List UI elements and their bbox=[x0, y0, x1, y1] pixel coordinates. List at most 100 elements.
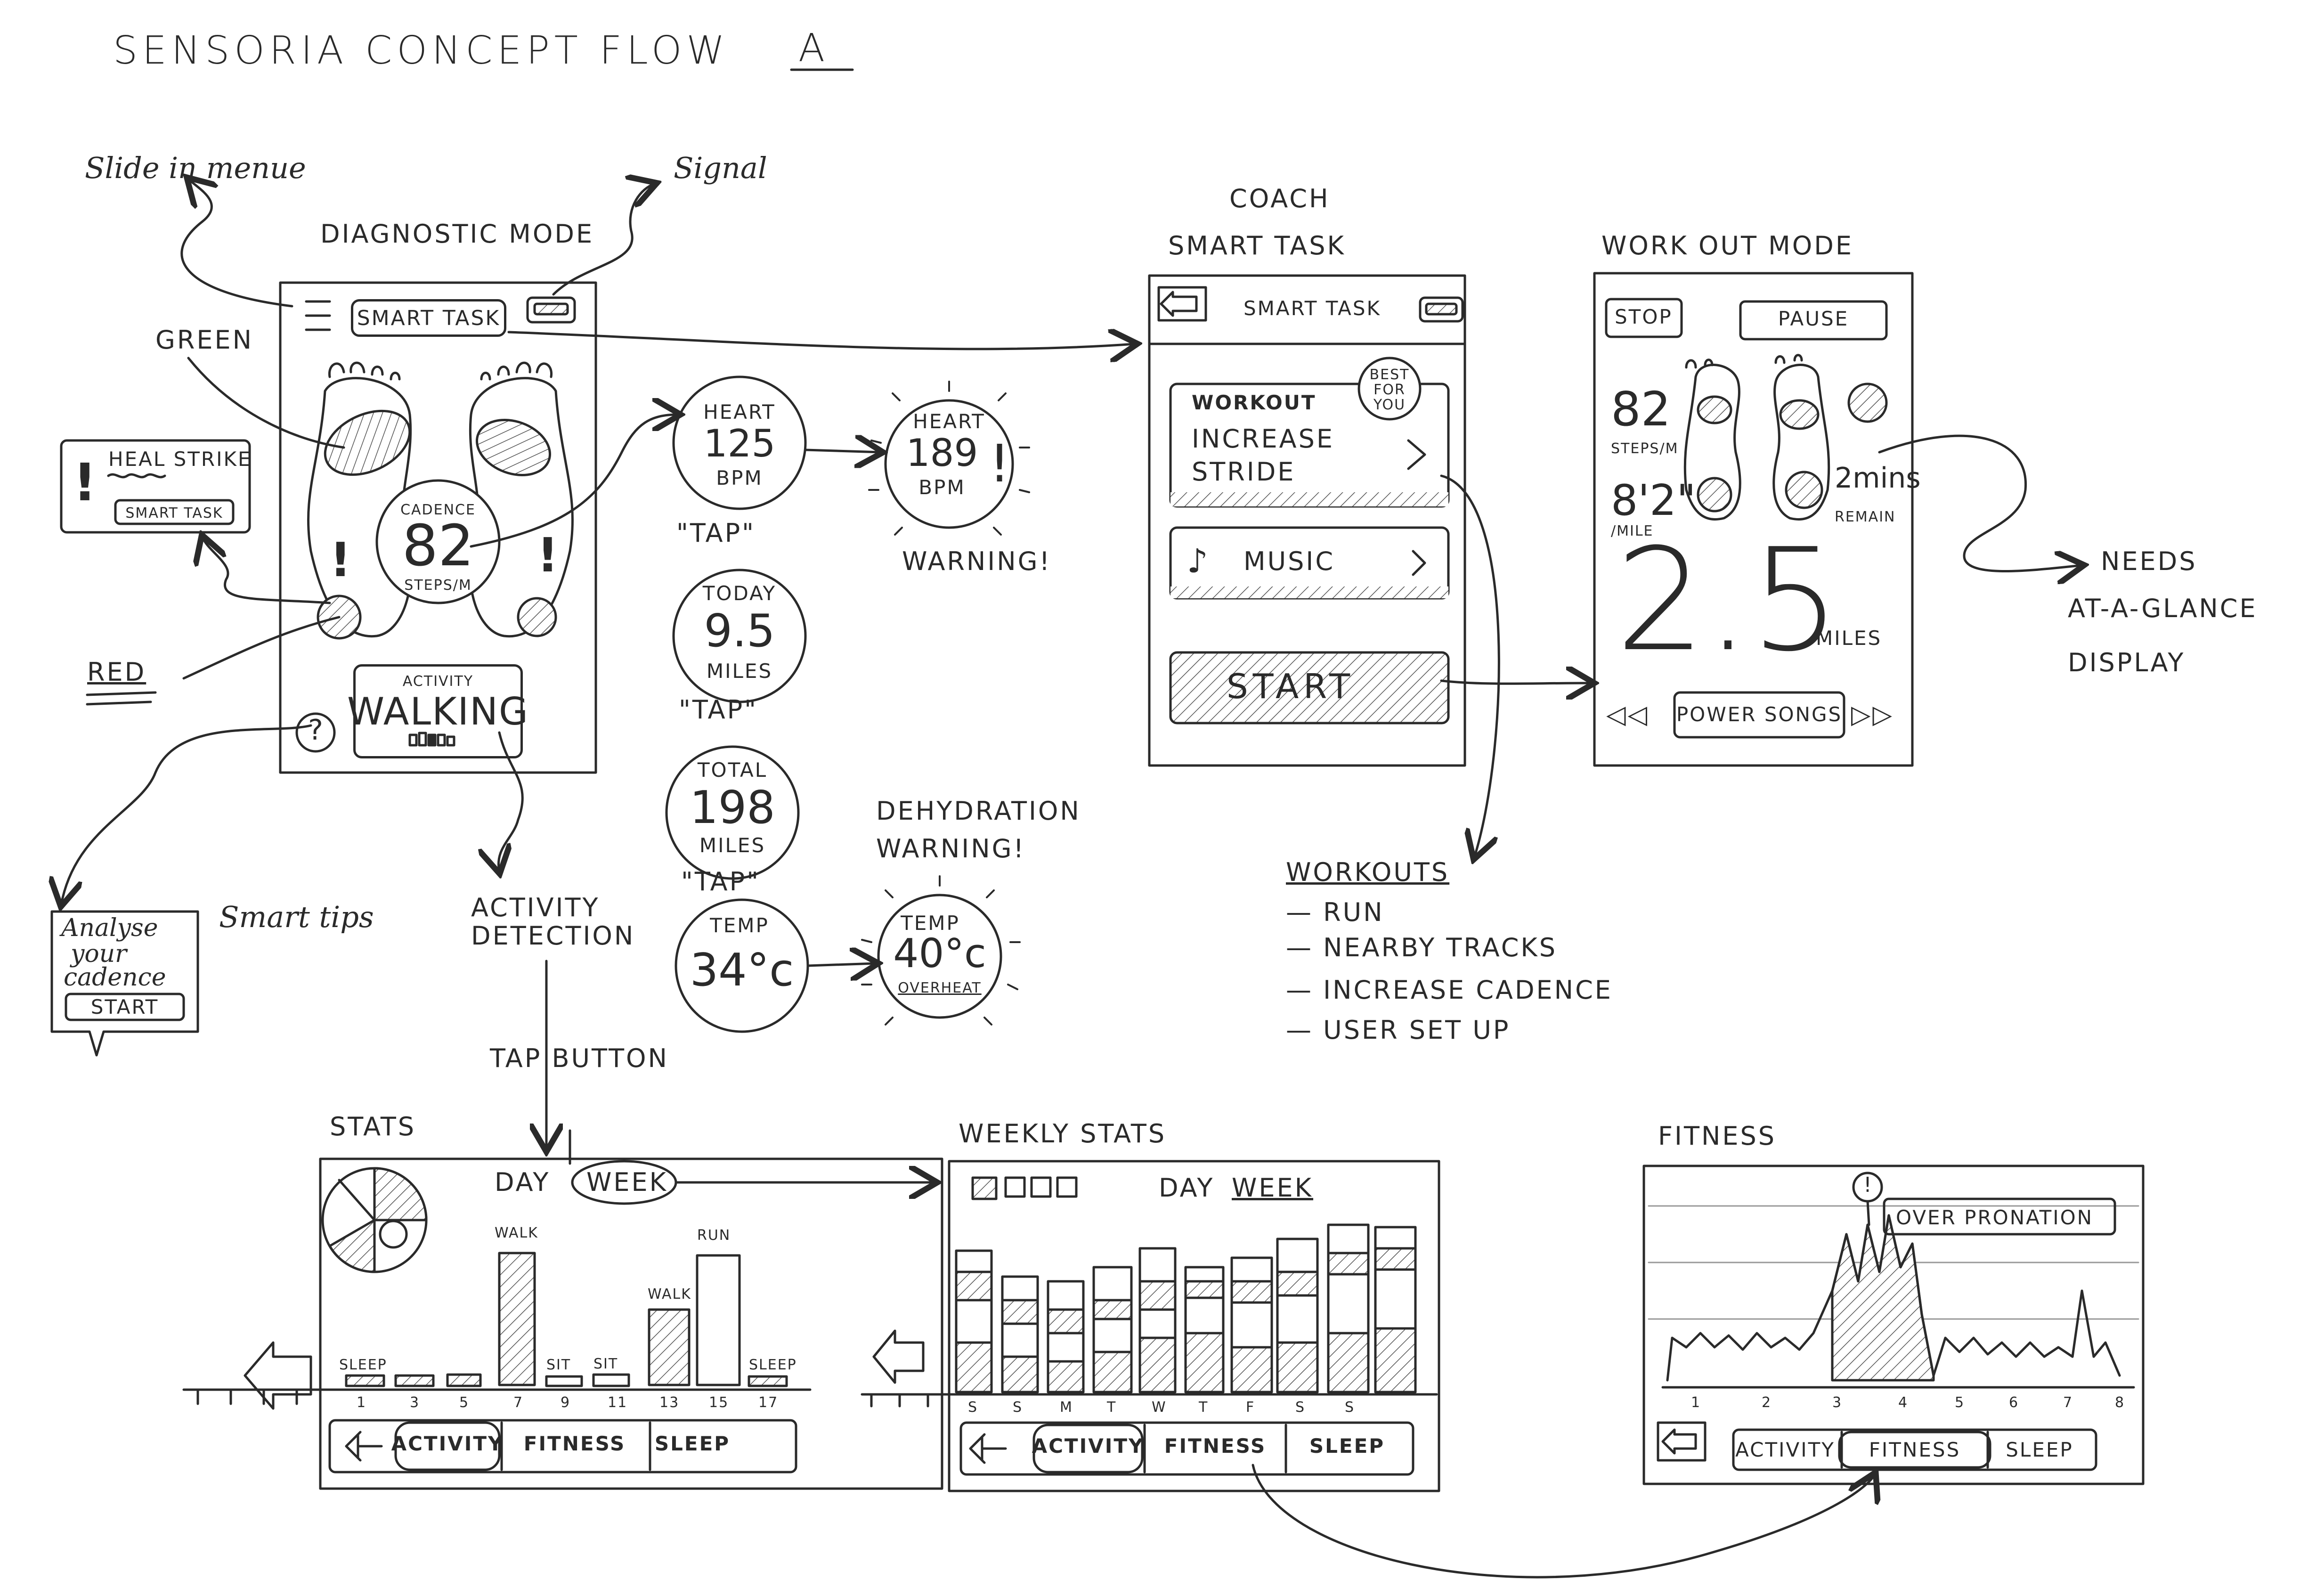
fitness-tick: 1 bbox=[1691, 1394, 1701, 1411]
weekly-day-label: S bbox=[1013, 1399, 1023, 1416]
activity-label: ACTIVITY bbox=[402, 673, 474, 690]
weekly-day-label: S bbox=[968, 1399, 978, 1416]
weekly-day-label: F bbox=[1246, 1399, 1255, 1416]
stats-tick: 1 bbox=[357, 1394, 367, 1411]
stats-label-sleep-1: SLEEP bbox=[339, 1357, 387, 1373]
wm-left-footprint bbox=[1683, 364, 1741, 521]
annotation-needs-1: NEEDS bbox=[2101, 546, 2197, 576]
music-item[interactable]: MUSIC bbox=[1243, 546, 1335, 576]
heart-warning-unit: BPM bbox=[918, 476, 966, 499]
wm-prev-button[interactable]: ◁◁ bbox=[1606, 700, 1650, 729]
wm-next-button[interactable]: ▷▷ bbox=[1851, 700, 1894, 729]
fitness-tick: 5 bbox=[1955, 1394, 1965, 1411]
weekly-day-label: S bbox=[1345, 1399, 1355, 1416]
wm-distance-value: 2.5 bbox=[1616, 518, 1841, 683]
total-value: 198 bbox=[690, 782, 775, 834]
page-title-letter: A bbox=[798, 26, 830, 71]
fitness-alert-glyph: ! bbox=[1863, 1173, 1872, 1197]
annotation-warning: WARNING! bbox=[902, 546, 1052, 576]
stats-tab-activity[interactable]: ACTIVITY bbox=[391, 1432, 504, 1455]
stats-tab-fitness[interactable]: FITNESS bbox=[523, 1432, 626, 1455]
stats-day-tab[interactable]: DAY bbox=[495, 1167, 551, 1197]
workouts-item-setup: — USER SET UP bbox=[1286, 1015, 1511, 1045]
page-title: SENSORIA CONCEPT FLOW bbox=[113, 28, 730, 73]
annotation-slide-menu: Slide in menue bbox=[85, 151, 306, 185]
music-note-icon: ♪ bbox=[1187, 542, 1208, 580]
wm-remain-unit: REMAIN bbox=[1835, 509, 1896, 525]
today-circle bbox=[672, 569, 807, 703]
workouts-item-run: — RUN bbox=[1286, 897, 1384, 927]
workout-label: WORKOUT bbox=[1192, 391, 1317, 414]
annotation-smart-tips: Smart tips bbox=[219, 900, 374, 934]
total-circle bbox=[665, 745, 800, 880]
hamburger-menu-icon bbox=[305, 300, 331, 331]
right-forefoot-hatch bbox=[476, 419, 551, 476]
stats-screen-frame bbox=[319, 1157, 943, 1490]
left-forefoot-hatch bbox=[324, 409, 411, 476]
weekly-day-tab[interactable]: DAY bbox=[1159, 1173, 1215, 1203]
weekly-tab-sleep[interactable]: SLEEP bbox=[1309, 1434, 1385, 1458]
annotation-smart-task: SMART TASK bbox=[1168, 231, 1346, 261]
workouts-heading: WORKOUTS bbox=[1286, 857, 1450, 887]
heal-strike-popup bbox=[60, 439, 251, 534]
fitness-callout: OVER PRONATION bbox=[1896, 1206, 2094, 1229]
weekly-tab-fitness[interactable]: FITNESS bbox=[1164, 1434, 1267, 1458]
smart-task-button[interactable]: SMART TASK bbox=[351, 299, 506, 337]
total-unit: MILES bbox=[699, 834, 766, 857]
cadence-unit: STEPS/M bbox=[404, 577, 472, 594]
annotation-activity-detection-2: DETECTION bbox=[471, 921, 635, 951]
fitness-line bbox=[1666, 1214, 2121, 1382]
annotation-tap-button: TAP BUTTON bbox=[490, 1043, 669, 1073]
temp-warning-unit: OVERHEAT bbox=[898, 980, 982, 996]
fitness-back-arrow bbox=[1657, 1421, 1707, 1462]
start-button[interactable]: START bbox=[1226, 667, 1355, 706]
stats-label-walk-1: WALK bbox=[495, 1225, 538, 1241]
annotation-needs-2: AT-A-GLANCE bbox=[2068, 594, 2258, 623]
weekly-day-label: T bbox=[1107, 1399, 1117, 1416]
wm-steps-value: 82 bbox=[1611, 382, 1671, 437]
weekly-tab-activity[interactable]: ACTIVITY bbox=[1032, 1434, 1145, 1458]
workout-line-1[interactable]: INCREASE bbox=[1192, 424, 1335, 454]
stats-tick: 9 bbox=[561, 1394, 571, 1411]
annotation-coach: COACH bbox=[1229, 184, 1330, 213]
stats-label-run: RUN bbox=[697, 1227, 731, 1244]
workouts-item-cadence: — INCREASE CADENCE bbox=[1286, 975, 1613, 1005]
temp-label: TEMP bbox=[710, 914, 769, 937]
fitness-tab-activity[interactable]: ACTIVITY bbox=[1735, 1438, 1835, 1461]
weekly-day-label: S bbox=[1295, 1399, 1306, 1416]
heart-value: 125 bbox=[703, 422, 776, 465]
cadence-value: 82 bbox=[402, 513, 474, 579]
help-glyph[interactable]: ? bbox=[308, 714, 323, 747]
tip-start-button[interactable]: START bbox=[90, 995, 159, 1018]
today-label: TODAY bbox=[702, 582, 777, 605]
workout-line-2[interactable]: STRIDE bbox=[1192, 457, 1296, 487]
stats-label-sit-2: SIT bbox=[593, 1356, 618, 1372]
wm-remain-value: 2mins bbox=[1835, 462, 1921, 495]
temp-value: 34°c bbox=[690, 945, 794, 996]
stop-button[interactable]: STOP bbox=[1615, 305, 1673, 328]
weekly-day-label: W bbox=[1152, 1399, 1167, 1416]
fitness-tick: 8 bbox=[2115, 1394, 2125, 1411]
pause-button[interactable]: PAUSE bbox=[1778, 307, 1849, 330]
fitness-tick: 3 bbox=[1832, 1394, 1843, 1411]
stats-tab-sleep[interactable]: SLEEP bbox=[654, 1432, 731, 1455]
wm-track-name[interactable]: POWER SONGS bbox=[1676, 703, 1843, 726]
temp-warning-value: 40°c bbox=[893, 930, 986, 977]
wm-steps-unit: STEPS/M bbox=[1611, 440, 1679, 457]
heal-strike-smart-task-button[interactable]: SMART TASK bbox=[125, 505, 223, 521]
help-icon bbox=[295, 712, 336, 753]
fitness-tab-sleep[interactable]: SLEEP bbox=[2006, 1438, 2073, 1461]
stats-tick: 11 bbox=[608, 1394, 628, 1411]
weekly-stats-frame bbox=[948, 1160, 1440, 1492]
weekly-week-tab[interactable]: WEEK bbox=[1232, 1173, 1314, 1203]
annotation-workout-mode: WORK OUT MODE bbox=[1601, 231, 1853, 261]
stats-week-tab[interactable]: WEEK bbox=[586, 1167, 668, 1197]
fitness-tick: 7 bbox=[2063, 1394, 2073, 1411]
activity-display[interactable]: ACTIVITY WALKING bbox=[347, 664, 528, 758]
heart-circle bbox=[672, 375, 807, 510]
heart-warning-value: 189 bbox=[906, 431, 978, 475]
right-heel-alert-icon: ! bbox=[537, 528, 559, 583]
fitness-tab-fitness[interactable]: FITNESS bbox=[1869, 1438, 1961, 1461]
heart-unit: BPM bbox=[716, 466, 763, 489]
